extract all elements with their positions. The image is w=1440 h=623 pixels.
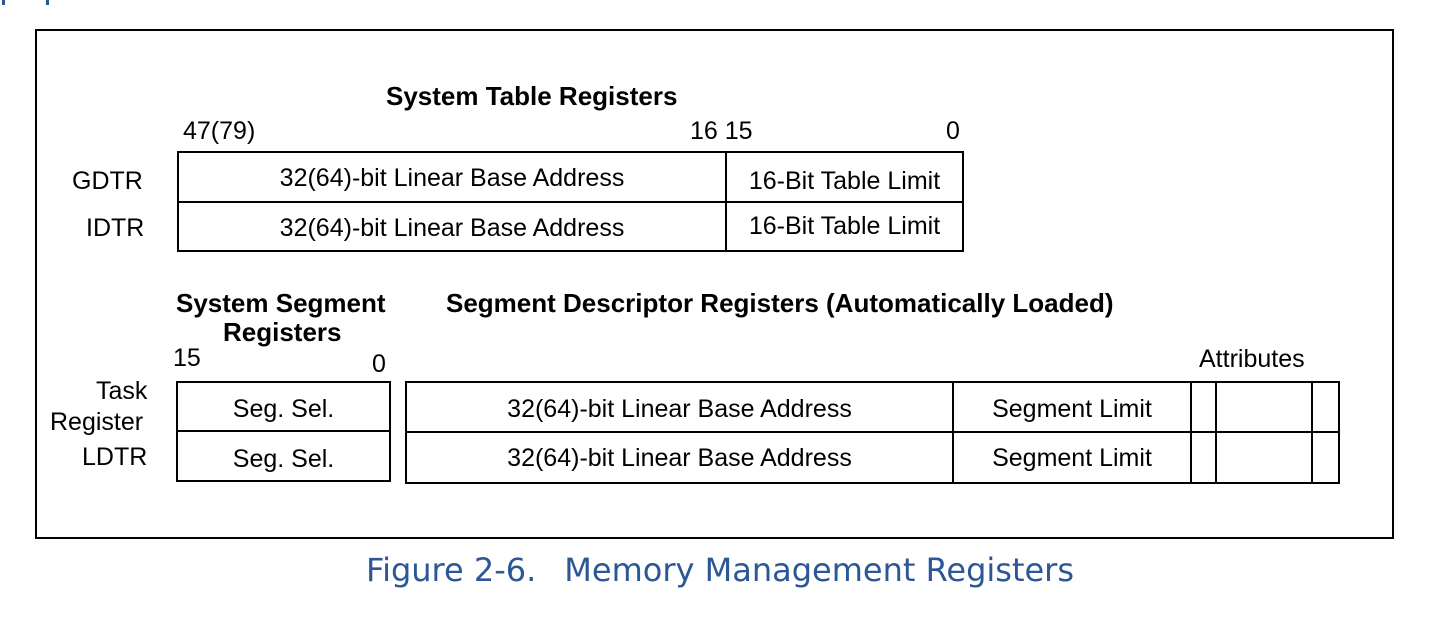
seg-bit-label-low: 0	[372, 350, 386, 378]
descriptor-title: Segment Descriptor Registers (Automatica…	[446, 288, 1114, 318]
task-register-label-line1: Task	[96, 377, 148, 405]
bit-label-high: 47(79)	[183, 117, 256, 145]
figure-frame	[35, 29, 1394, 539]
ldtr-label: LDTR	[82, 443, 148, 471]
tr-base-address: 32(64)-bit Linear Base Address	[507, 395, 852, 423]
system-segment-title-line1: System Segment	[176, 288, 386, 318]
ldtr-base-address: 32(64)-bit Linear Base Address	[507, 444, 852, 472]
figure-title: Memory Management Registers	[564, 551, 1074, 589]
task-register-seg-sel: Seg. Sel.	[232, 395, 335, 423]
seg-bit-label-high: 15	[173, 344, 201, 372]
row-divider	[405, 431, 1340, 433]
system-segment-title-line2: Registers	[223, 317, 342, 347]
field-divider	[952, 381, 954, 484]
bit-label-mid: 16 15	[690, 117, 753, 145]
attribute-divider	[1311, 381, 1313, 484]
gdtr-label: GDTR	[72, 167, 143, 195]
bit-label-low: 0	[946, 117, 960, 145]
corner-mark	[46, 0, 49, 5]
figure-caption: Figure 2-6. Memory Management Registers	[0, 551, 1440, 589]
idtr-base-address: 32(64)-bit Linear Base Address	[279, 214, 625, 242]
idtr-table-limit: 16-Bit Table Limit	[748, 212, 941, 240]
task-register-label-line2: Register	[50, 408, 144, 436]
idtr-label: IDTR	[86, 214, 145, 242]
gdtr-base-address: 32(64)-bit Linear Base Address	[279, 164, 625, 192]
ldtr-segment-limit: Segment Limit	[992, 444, 1152, 472]
attributes-label: Attributes	[1199, 345, 1305, 373]
attribute-divider	[1215, 381, 1217, 484]
system-table-title: System Table Registers	[386, 81, 678, 111]
corner-mark	[2, 0, 5, 5]
row-divider	[177, 201, 964, 203]
field-divider	[725, 151, 727, 252]
ldtr-seg-sel: Seg. Sel.	[232, 445, 335, 473]
row-divider	[176, 430, 391, 432]
tr-segment-limit: Segment Limit	[992, 395, 1152, 423]
attribute-divider	[1190, 381, 1192, 484]
figure-number: Figure 2-6.	[365, 551, 537, 589]
gdtr-table-limit: 16-Bit Table Limit	[748, 167, 941, 195]
